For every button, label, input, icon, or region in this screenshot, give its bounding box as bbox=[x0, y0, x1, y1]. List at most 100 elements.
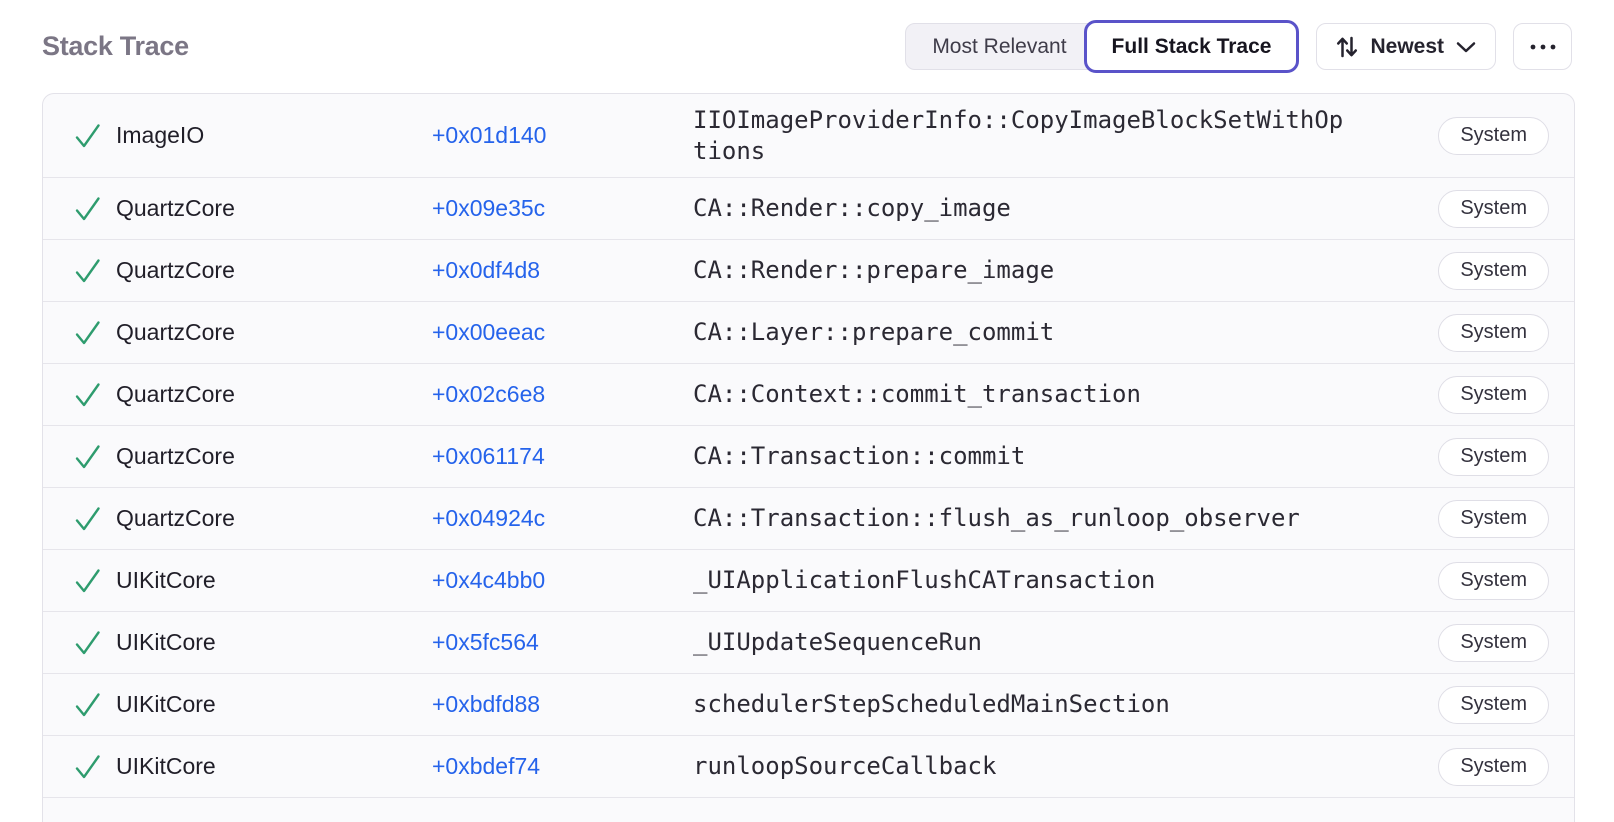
system-badge: System bbox=[1438, 116, 1549, 155]
frame-status-cell bbox=[43, 688, 116, 722]
stack-frame-row-partial bbox=[43, 798, 1574, 822]
frame-status-cell bbox=[43, 502, 116, 536]
system-badge: System bbox=[1438, 437, 1549, 476]
most-relevant-button[interactable]: Most Relevant bbox=[905, 23, 1098, 70]
frame-library: QuartzCore bbox=[116, 257, 235, 283]
system-badge: System bbox=[1438, 499, 1549, 538]
frame-library: UIKitCore bbox=[116, 753, 216, 779]
frame-offset-link[interactable]: +0x09e35c bbox=[432, 195, 546, 221]
frame-badge-cell: System bbox=[1438, 437, 1574, 476]
more-options-button[interactable] bbox=[1513, 23, 1572, 70]
frame-symbol: CA::Transaction::flush_as_runloop_observ… bbox=[693, 504, 1300, 532]
system-badge: System bbox=[1438, 561, 1549, 600]
frame-offset-link[interactable]: +0xbdef74 bbox=[432, 753, 541, 779]
chevron-down-icon bbox=[1455, 40, 1477, 54]
frame-symbol: _UIUpdateSequenceRun bbox=[693, 628, 982, 656]
ellipsis-icon bbox=[1529, 43, 1557, 51]
checkmark-icon bbox=[71, 688, 104, 722]
stack-frame-row[interactable]: UIKitCore +0x4c4bb0 _UIApplicationFlushC… bbox=[43, 550, 1574, 612]
frame-library: UIKitCore bbox=[116, 567, 216, 593]
system-badge: System bbox=[1438, 251, 1549, 290]
checkmark-icon bbox=[71, 750, 104, 784]
frame-library: QuartzCore bbox=[116, 381, 235, 407]
frame-status-cell bbox=[43, 316, 116, 350]
frame-status-cell bbox=[43, 254, 116, 288]
frame-status-cell bbox=[43, 378, 116, 412]
frame-badge-cell: System bbox=[1438, 561, 1574, 600]
frame-status-cell bbox=[43, 750, 116, 784]
stack-frame-row[interactable]: UIKitCore +0xbdfd88 schedulerStepSchedul… bbox=[43, 674, 1574, 736]
stack-frame-row[interactable]: ImageIO +0x01d140 IIOImageProviderInfo::… bbox=[43, 94, 1574, 178]
system-badge: System bbox=[1438, 623, 1549, 662]
frame-library: QuartzCore bbox=[116, 195, 235, 221]
checkmark-icon bbox=[71, 316, 104, 350]
checkmark-icon bbox=[71, 502, 104, 536]
frame-status-cell bbox=[43, 119, 116, 153]
full-stack-trace-button[interactable]: Full Stack Trace bbox=[1083, 20, 1300, 73]
frame-badge-cell: System bbox=[1438, 499, 1574, 538]
page-title: Stack Trace bbox=[42, 31, 189, 61]
checkmark-icon bbox=[71, 440, 104, 474]
frame-status-cell bbox=[43, 192, 116, 226]
stack-frame-row[interactable]: QuartzCore +0x04924c CA::Transaction::fl… bbox=[43, 488, 1574, 550]
frame-symbol: CA::Context::commit_transaction bbox=[693, 380, 1141, 408]
stack-trace-list: ImageIO +0x01d140 IIOImageProviderInfo::… bbox=[42, 93, 1575, 822]
frame-symbol: CA::Render::copy_image bbox=[693, 194, 1011, 222]
stack-frame-row[interactable]: UIKitCore +0xbdef74 runloopSourceCallbac… bbox=[43, 736, 1574, 798]
frame-offset-link[interactable]: +0x04924c bbox=[432, 505, 546, 531]
frame-badge-cell: System bbox=[1438, 189, 1574, 228]
frame-symbol: _UIApplicationFlushCATransaction bbox=[693, 566, 1156, 594]
checkmark-icon bbox=[71, 564, 104, 598]
frame-offset-link[interactable]: +0x00eeac bbox=[432, 319, 546, 345]
system-badge: System bbox=[1438, 313, 1549, 352]
frame-badge-cell: System bbox=[1438, 375, 1574, 414]
up-down-arrows-icon bbox=[1335, 34, 1359, 60]
frame-badge-cell: System bbox=[1438, 685, 1574, 724]
frame-library: ImageIO bbox=[116, 122, 205, 148]
checkmark-icon bbox=[71, 626, 104, 660]
frame-symbol: schedulerStepScheduledMainSection bbox=[693, 690, 1170, 718]
frame-badge-cell: System bbox=[1438, 251, 1574, 290]
stack-frame-row[interactable]: UIKitCore +0x5fc564 _UIUpdateSequenceRun… bbox=[43, 612, 1574, 674]
system-badge: System bbox=[1438, 685, 1549, 724]
checkmark-icon bbox=[71, 119, 104, 153]
stack-frame-row[interactable]: QuartzCore +0x0df4d8 CA::Render::prepare… bbox=[43, 240, 1574, 302]
frame-offset-link[interactable]: +0x01d140 bbox=[432, 122, 547, 148]
frame-library: QuartzCore bbox=[116, 319, 235, 345]
frame-symbol: CA::Layer::prepare_commit bbox=[693, 318, 1055, 346]
frame-offset-link[interactable]: +0x5fc564 bbox=[432, 629, 539, 655]
stack-frame-row[interactable]: QuartzCore +0x02c6e8 CA::Context::commit… bbox=[43, 364, 1574, 426]
stack-trace-toolbar: Stack Trace Most Relevant Full Stack Tra… bbox=[0, 0, 1614, 93]
frame-offset-link[interactable]: +0x02c6e8 bbox=[432, 381, 546, 407]
stack-frame-row[interactable]: QuartzCore +0x00eeac CA::Layer::prepare_… bbox=[43, 302, 1574, 364]
frame-symbol: runloopSourceCallback bbox=[693, 752, 997, 780]
checkmark-icon bbox=[71, 192, 104, 226]
frame-badge-cell: System bbox=[1438, 747, 1574, 786]
sort-newest-label: Newest bbox=[1370, 34, 1444, 58]
frame-status-cell bbox=[43, 564, 116, 598]
frame-library: UIKitCore bbox=[116, 629, 216, 655]
frame-library: QuartzCore bbox=[116, 505, 235, 531]
frame-badge-cell: System bbox=[1438, 116, 1574, 155]
checkmark-icon bbox=[71, 254, 104, 288]
stack-frame-row[interactable]: QuartzCore +0x061174 CA::Transaction::co… bbox=[43, 426, 1574, 488]
view-toggle: Most Relevant Full Stack Trace bbox=[905, 20, 1300, 73]
frame-library: QuartzCore bbox=[116, 443, 235, 469]
frame-symbol: CA::Transaction::commit bbox=[693, 442, 1026, 470]
frame-offset-link[interactable]: +0xbdfd88 bbox=[432, 691, 541, 717]
system-badge: System bbox=[1438, 189, 1549, 228]
sort-newest-button[interactable]: Newest bbox=[1316, 23, 1496, 70]
system-badge: System bbox=[1438, 747, 1549, 786]
toolbar-actions: Most Relevant Full Stack Trace Newest bbox=[905, 20, 1572, 73]
frame-library: UIKitCore bbox=[116, 691, 216, 717]
frame-badge-cell: System bbox=[1438, 623, 1574, 662]
stack-frame-row[interactable]: QuartzCore +0x09e35c CA::Render::copy_im… bbox=[43, 178, 1574, 240]
frame-symbol: CA::Render::prepare_image bbox=[693, 256, 1055, 284]
frame-offset-link[interactable]: +0x061174 bbox=[432, 443, 545, 469]
frame-status-cell bbox=[43, 440, 116, 474]
frame-badge-cell: System bbox=[1438, 313, 1574, 352]
checkmark-icon bbox=[71, 378, 104, 412]
frame-offset-link[interactable]: +0x0df4d8 bbox=[432, 257, 541, 283]
frame-offset-link[interactable]: +0x4c4bb0 bbox=[432, 567, 546, 593]
frame-status-cell bbox=[43, 626, 116, 660]
